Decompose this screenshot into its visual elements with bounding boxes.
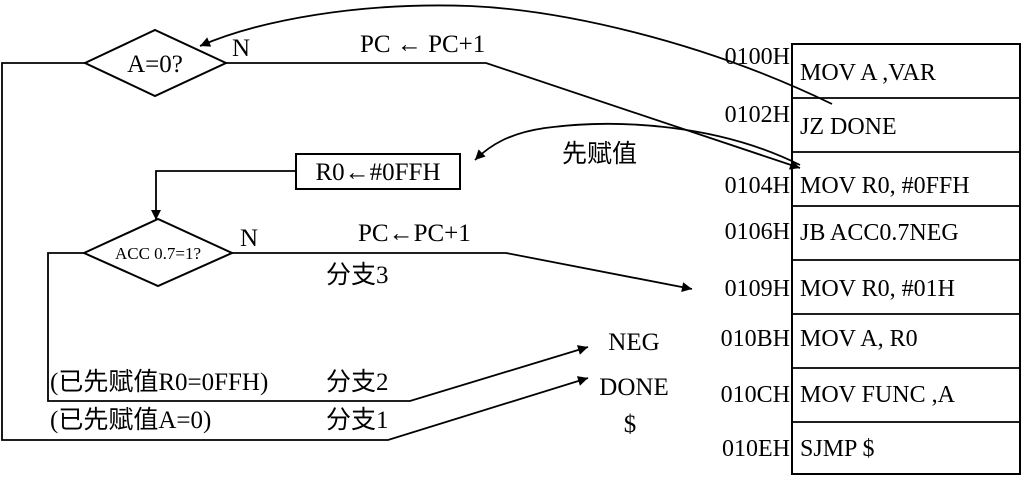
decision-a-zero-no-label: N (232, 35, 250, 62)
target-done-label: DONE (599, 374, 668, 401)
decision-acc-label: ACC 0.7=1? (115, 244, 201, 263)
address-label: 0102H (725, 102, 790, 128)
branch1-note: (已先赋值A=0) (50, 406, 211, 434)
instruction-label: SJMP $ (800, 436, 874, 462)
address-label: 0109H (725, 276, 790, 302)
target-neg-label: NEG (608, 329, 659, 356)
branch1-label: 分支1 (326, 406, 389, 434)
instruction-label: JZ DONE (800, 114, 897, 140)
assign-to-decision2-line (151, 170, 296, 220)
address-label: 010BH (721, 326, 790, 352)
program-table: 0100H 0102H 0104H 0106H 0109H 010BH 010C… (721, 43, 1021, 475)
branch2-label: 分支2 (326, 368, 389, 396)
instruction-label: JB ACC0.7NEG (800, 220, 959, 246)
decision-a-zero-label: A=0? (127, 51, 183, 78)
branch2-line (47, 252, 589, 402)
decision-acc-no-label: N (240, 225, 258, 252)
address-label: 0100H (725, 44, 790, 70)
jz-back-arrow (199, 4, 833, 105)
instruction-label: MOV A, R0 (800, 326, 918, 352)
pre-assign-arrow (474, 123, 801, 166)
program-table-border (791, 43, 1021, 475)
branch2-note: (已先赋值R0=0FFH) (50, 368, 268, 396)
instruction-label: MOV R0, #0FFH (800, 173, 970, 199)
branch3-label: 分支3 (326, 261, 389, 289)
instruction-label: MOV FUNC ,A (800, 382, 956, 408)
target-dollar-label: $ (624, 411, 637, 438)
pc-increment-label-1: PC ← PC+1 (360, 31, 485, 58)
decision-acc-no-line (232, 252, 693, 293)
branch1-line (1, 62, 589, 441)
pc-increment-label-2: PC←PC+1 (358, 220, 471, 247)
decision-a-zero-no-line (226, 62, 801, 170)
address-label: 0104H (725, 173, 790, 199)
address-label: 010EH (722, 436, 790, 462)
address-label: 0106H (725, 219, 790, 245)
instruction-label: MOV R0, #01H (800, 276, 955, 302)
instruction-label: MOV A ,VAR (800, 60, 936, 86)
assign-r0-label: R0←#0FFH (315, 159, 440, 186)
address-label: 010CH (721, 382, 790, 408)
pre-assign-note: 先赋值 (562, 140, 637, 168)
